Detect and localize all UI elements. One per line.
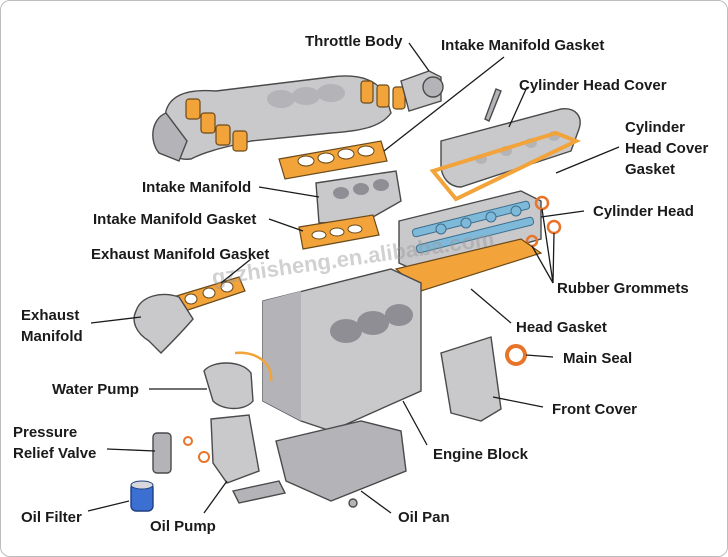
label-throttle-body: Throttle Body <box>305 33 403 50</box>
leader-grommet-3 <box>531 245 554 284</box>
intake-manifold-part <box>152 75 392 162</box>
leader-front-cover <box>492 396 544 408</box>
intake-manifold-gasket-part <box>298 214 380 250</box>
oil-pump-part <box>210 414 287 504</box>
exhaust-manifold-part <box>133 293 194 354</box>
label-cylinder-head: Cylinder Head <box>593 203 694 220</box>
leader-cylinder-head-cover <box>508 86 528 128</box>
leader-grommet-1 <box>541 208 554 284</box>
label-exhaust-manifold-line1: Exhaust <box>21 307 79 324</box>
label-rubber-grommets: Rubber Grommets <box>557 280 689 297</box>
cylinder-head-part <box>398 190 542 274</box>
label-oil-pump: Oil Pump <box>150 518 216 535</box>
label-exhaust-manifold-line2: Manifold <box>21 328 83 345</box>
label-main-seal: Main Seal <box>563 350 632 367</box>
leader-intake-manifold-gasket <box>268 218 304 232</box>
intake-manifold-gasket-top-part <box>278 140 388 180</box>
lower-intake-manifold-part <box>315 170 402 224</box>
front-cover-part <box>440 336 502 422</box>
leader-exhaust-manifold <box>90 316 142 324</box>
leader-grommet-2 <box>552 232 555 284</box>
label-engine-block: Engine Block <box>433 446 529 463</box>
label-cylinder-head-cover: Cylinder Head Cover <box>519 77 667 94</box>
leader-cylinder-head-cover-gasket <box>555 146 620 174</box>
main-seal-part <box>505 344 527 366</box>
leader-intake-manifold <box>258 186 320 198</box>
leader-throttle-body <box>408 42 430 72</box>
label-oil-pan: Oil Pan <box>398 509 450 526</box>
label-cylinder-head-cover-gasket-line1: Cylinder <box>625 119 685 136</box>
label-exhaust-manifold-gasket: Exhaust Manifold Gasket <box>91 246 269 263</box>
label-pressure-relief-valve-line2: Relief Valve <box>13 445 96 462</box>
label-intake-manifold-gasket: Intake Manifold Gasket <box>93 211 256 228</box>
leader-pressure-relief-valve <box>106 448 156 452</box>
drain-plug-part <box>348 498 358 508</box>
leader-oil-pump <box>203 480 228 514</box>
leader-main-seal <box>525 354 554 358</box>
water-pump-part <box>203 351 273 410</box>
leader-intake-manifold-gasket-top <box>383 56 505 152</box>
label-water-pump: Water Pump <box>52 381 139 398</box>
labels: Throttle Body Intake Manifold Gasket Cyl… <box>13 33 709 535</box>
label-cylinder-head-cover-gasket-line3: Gasket <box>625 161 675 178</box>
leader-exhaust-manifold-gasket <box>220 258 252 284</box>
leader-cylinder-head <box>540 210 585 218</box>
label-front-cover: Front Cover <box>552 401 637 418</box>
dipstick-part <box>484 88 502 122</box>
leader-lines <box>87 42 620 514</box>
engine-block-part <box>262 268 422 432</box>
label-intake-manifold-gasket-top: Intake Manifold Gasket <box>441 37 604 54</box>
leader-head-gasket <box>470 288 512 324</box>
oil-filter-part <box>130 480 154 512</box>
pressure-relief-valve-part <box>152 432 210 474</box>
cylinder-head-cover-gasket-part <box>429 130 581 202</box>
label-intake-manifold: Intake Manifold <box>142 179 251 196</box>
label-pressure-relief-valve-line1: Pressure <box>13 424 77 441</box>
label-oil-filter: Oil Filter <box>21 509 82 526</box>
throttle-body-part <box>360 70 444 112</box>
leader-oil-pan <box>360 490 392 514</box>
oil-pan-part <box>275 420 407 502</box>
label-cylinder-head-cover-gasket-line2: Head Cover <box>625 140 709 157</box>
leader-engine-block <box>402 400 428 446</box>
label-head-gasket: Head Gasket <box>516 319 607 336</box>
leader-oil-filter <box>87 500 130 512</box>
